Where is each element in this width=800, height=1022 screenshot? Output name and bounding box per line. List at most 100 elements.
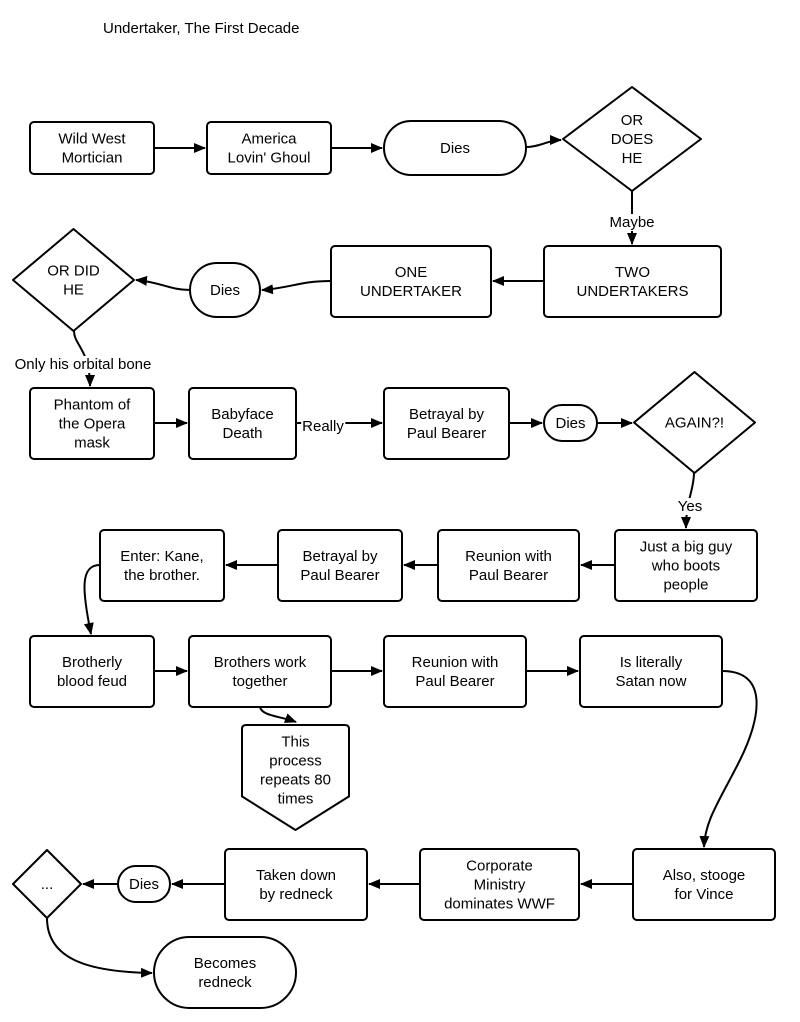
node-label-line: Reunion with [412,654,499,671]
node-label-line: repeats 80 [260,772,331,789]
process-shape [188,635,332,708]
process-shape [29,635,155,708]
node-label-line: OR [621,112,644,129]
node-label-line: Also, stooge [663,867,746,884]
node-label-line: Babyface [211,406,274,423]
terminator-shape [117,865,171,903]
node-dies-4: Dies [117,865,171,903]
edge-ellipsis-to-becomes-redneck [46,917,153,978]
node-label-line: Paul Bearer [469,567,548,584]
node-label-line: Betrayal by [409,406,485,423]
node-label-line: UNDERTAKERS [577,283,689,300]
node-label-line: Death [222,425,262,442]
node-label-line: Enter: Kane, [120,548,203,565]
decision-shape [12,228,135,332]
edge-label: Maybe [609,214,654,231]
node-label-line: Taken down [256,867,336,884]
edge-satan-to-stooge [699,670,758,848]
node-label-line: Becomes [194,955,257,972]
node-label-line: Just a big guy [640,539,733,556]
terminator-shape [189,262,261,318]
node-stooge: Also, stooge for Vince [632,848,776,921]
node-label-line: redneck [198,974,252,991]
process-shape [277,529,403,602]
process-shape [383,635,527,708]
edge-label: Only his orbital bone [15,356,152,373]
terminator-shape [153,936,297,1009]
node-brothers-work: Brothers work together [188,635,332,708]
node-label-line: dominates WWF [444,896,555,913]
node-label-line: Reunion with [465,548,552,565]
node-label-line: who boots [651,558,720,575]
process-shape [632,848,776,921]
node-again: AGAIN?! [633,371,756,474]
node-label-line: This [281,734,309,751]
process-shape [330,245,492,318]
node-label-line: America [241,131,297,148]
node-label-line: the brother. [124,567,200,584]
node-ellipsis: ... [12,849,82,919]
edge-label-background [13,356,153,373]
process-shape [614,529,758,602]
terminator-shape [383,120,527,176]
node-label-line: Paul Bearer [300,567,379,584]
node-label-line: Dies [555,415,585,432]
process-shape [29,387,155,460]
node-label-line: the Opera [59,416,126,433]
node-label-line: times [278,791,314,808]
edge-dies-1-to-or-does-he [525,135,562,148]
process-shape [383,387,510,460]
edge-dies-2-to-or-did-he [135,275,191,291]
node-label-line: Corporate [466,858,533,875]
edge-enter-kane-to-blood-feud [83,564,101,635]
edge-label: Really [302,418,344,435]
node-label-line: Brothers work [214,654,307,671]
process-shape [188,387,297,460]
edge-again-to-big-guy [681,472,695,529]
node-label-line: together [232,673,287,690]
node-label-line: DOES [611,131,654,148]
node-dies-1: Dies [383,120,527,176]
node-two-undertakers: TWO UNDERTAKERS [543,245,722,318]
node-label-line: AGAIN?! [665,415,724,432]
node-enter-kane: Enter: Kane, the brother. [99,529,225,602]
edge-label-background [301,418,346,435]
node-label-line: UNDERTAKER [360,283,462,300]
edge-or-did-he-to-phantom-mask [73,330,95,387]
node-dies-3: Dies [543,404,598,442]
process-shape [99,529,225,602]
offpage-shape [241,724,350,831]
node-label-line: Phantom of [54,397,132,414]
node-label-line: ... [41,876,54,893]
process-shape [224,848,368,921]
node-label-line: for Vince [675,886,734,903]
node-becomes-redneck: Becomes redneck [153,936,297,1009]
node-label-line: process [269,753,322,770]
terminator-shape [543,404,598,442]
node-label-line: Mortician [62,150,123,167]
edge-label: Yes [678,498,702,515]
node-label-line: Is literally [620,654,683,671]
node-label-line: TWO [615,264,650,281]
edge-one-undertaker-to-dies-2 [261,280,332,295]
decision-shape [633,371,756,474]
node-label-line: Ministry [474,877,526,894]
node-label-line: Lovin' Ghoul [228,150,311,167]
node-label-line: Dies [440,140,470,157]
process-shape [543,245,722,318]
node-label-line: Dies [129,876,159,893]
node-label-line: people [663,577,708,594]
